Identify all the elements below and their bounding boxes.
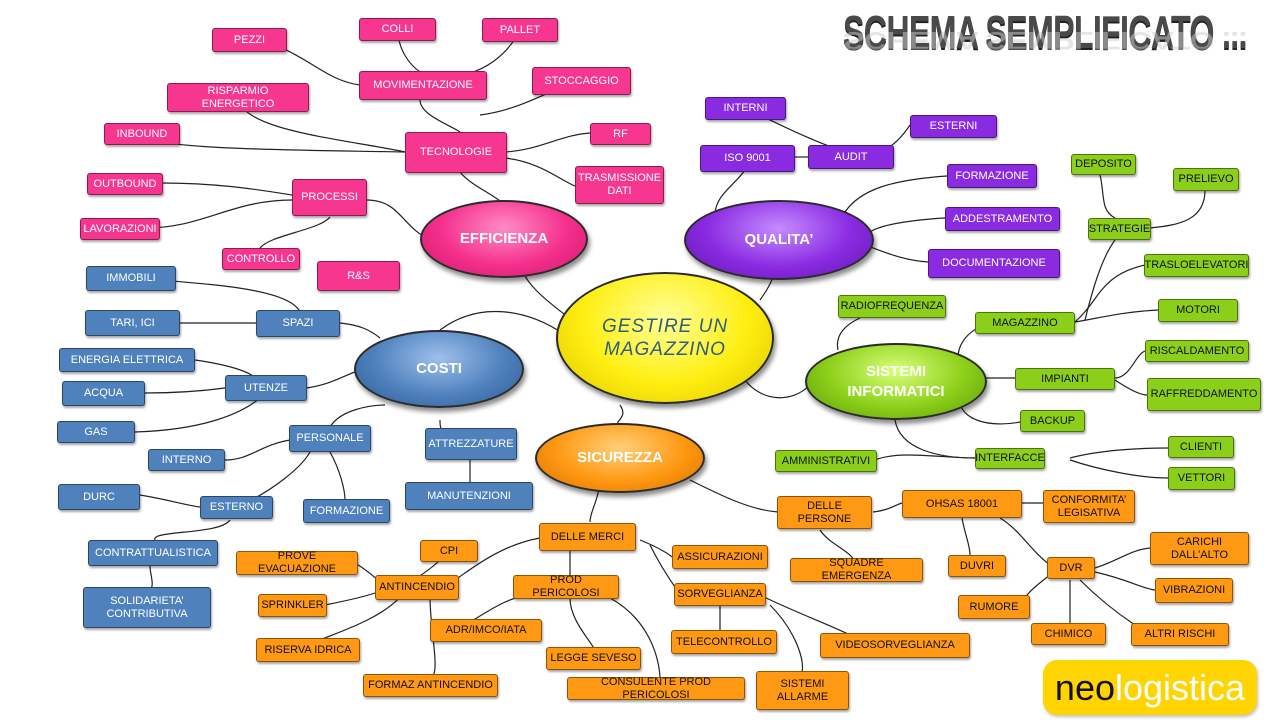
node-ohsas-18001: OHSAS 18001 <box>902 490 1022 518</box>
node-trasloelevatori: TRASLOELEVATORI <box>1144 254 1249 277</box>
hub-costi: COSTI <box>354 330 524 408</box>
node-magazzino: MAGAZZINO <box>975 312 1075 334</box>
node-backup: BACKUP <box>1020 410 1085 432</box>
node-colli: COLLI <box>359 18 436 41</box>
node-attrezzature: ATTREZZATURE <box>425 428 517 460</box>
node-immobili: IMMOBILI <box>86 266 176 291</box>
node-amministrativi: AMMINISTRATIVI <box>775 450 877 472</box>
node-sistemi-allarme: SISTEMI ALLARME <box>756 671 849 710</box>
hub-qualita: QUALITA’ <box>684 200 874 280</box>
center-node: GESTIRE UN MAGAZZINO <box>556 272 774 404</box>
node-utenze: UTENZE <box>225 375 307 401</box>
node-rumore: RUMORE <box>958 595 1030 619</box>
node-controllo: CONTROLLO <box>222 248 300 270</box>
node-addestramento: ADDESTRAMENTO <box>945 207 1060 231</box>
logo-part-logistica: logistica <box>1115 666 1246 708</box>
node-esterni: ESTERNI <box>910 115 997 138</box>
node-deposito: DEPOSITO <box>1071 154 1136 175</box>
node-radiofrequenza: RADIOFREQUENZA <box>838 295 946 318</box>
node-sorveglianza: SORVEGLIANZA <box>674 583 766 606</box>
node-dvr: DVR <box>1047 557 1095 579</box>
node-legge-seveso: LEGGE SEVESO <box>546 647 641 670</box>
hub-sicurezza: SICUREZZA <box>535 423 705 493</box>
node-spazi: SPAZI <box>256 310 340 337</box>
node-formazione-qualita: FORMAZIONE <box>947 164 1037 188</box>
node-solidarieta-contributiva: SOLIDARIETA’ CONTRIBUTIVA <box>83 587 211 628</box>
node-tecnologie: TECNOLOGIE <box>405 132 507 173</box>
node-duvri: DUVRI <box>948 555 1006 577</box>
node-outbound: OUTBOUND <box>87 173 163 195</box>
node-carichi-dall-alto: CARICHI DALL’ALTO <box>1150 532 1249 565</box>
node-formazione-costi: FORMAZIONE <box>303 499 390 523</box>
node-altri-rischi: ALTRI RISCHI <box>1131 623 1229 646</box>
hub-efficienza: EFFICIENZA <box>420 200 588 278</box>
node-assicurazioni: ASSICURAZIONI <box>672 545 768 569</box>
node-sprinkler: SPRINKLER <box>258 594 327 617</box>
node-inbound: INBOUND <box>104 123 180 145</box>
node-pezzi: PEZZI <box>212 28 287 52</box>
node-acqua: ACQUA <box>62 381 145 406</box>
node-motori: MOTORI <box>1158 299 1238 322</box>
node-clienti: CLIENTI <box>1168 436 1234 458</box>
node-interfacce: INTERFACCE <box>975 448 1045 469</box>
node-raffreddamento: RAFFREDDAMENTO <box>1147 378 1261 411</box>
node-prelievo: PRELIEVO <box>1173 168 1239 191</box>
node-delle-persone: DELLE PERSONE <box>777 496 872 529</box>
node-manutenzioni: MANUTENZIONI <box>405 482 533 510</box>
node-videosorveglianza: VIDEOSORVEGLIANZA <box>820 633 970 658</box>
node-rf: RF <box>590 123 651 145</box>
node-pallet: PALLET <box>482 18 558 42</box>
node-personale: PERSONALE <box>289 425 371 452</box>
node-impianti: IMPIANTI <box>1015 368 1115 390</box>
node-iso-9001: ISO 9001 <box>700 145 795 172</box>
node-audit: AUDIT <box>808 145 894 169</box>
node-stoccaggio: STOCCAGGIO <box>532 67 631 95</box>
node-chimico: CHIMICO <box>1031 623 1106 645</box>
node-r-and-s: R&S <box>317 261 400 291</box>
node-vettori: VETTORI <box>1168 467 1235 490</box>
node-cpi: CPI <box>420 540 478 562</box>
logo-part-neo: neo <box>1054 666 1115 708</box>
node-formaz-antincendio: FORMAZ ANTINCENDIO <box>363 674 498 697</box>
node-lavorazioni: LAVORAZIONI <box>80 218 160 240</box>
node-conformita-legisativa: CONFORMITA’ LEGISATIVA <box>1043 490 1135 523</box>
node-delle-merci: DELLE MERCI <box>539 523 636 551</box>
node-energia-elettrica: ENERGIA ELETTRICA <box>59 348 195 372</box>
node-interni: INTERNI <box>705 97 786 120</box>
node-interno: INTERNO <box>148 449 225 471</box>
node-antincendio: ANTINCENDIO <box>375 575 459 600</box>
diagram-title: SCHEMA SEMPLIFICATO ... <box>843 6 1247 58</box>
node-processi: PROCESSI <box>292 179 367 216</box>
node-durc: DURC <box>58 484 140 510</box>
node-riscaldamento: RISCALDAMENTO <box>1145 340 1249 362</box>
node-strategie: STRATEGIE <box>1088 218 1151 240</box>
node-esterno: ESTERNO <box>200 496 273 519</box>
node-movimentazione: MOVIMENTAZIONE <box>359 71 487 100</box>
node-prod-pericolosi: PROD PERICOLOSI <box>513 574 619 599</box>
node-riserva-idrica: RISERVA IDRICA <box>256 638 360 662</box>
node-trasmissione-dati: TRASMISSIONE DATI <box>575 166 664 204</box>
node-tari-ici: TARI, ICI <box>85 310 180 336</box>
hub-sistemi-informatici: SISTEMI INFORMATICI <box>805 343 987 420</box>
node-squadre-emergenza: SQUADRE EMERGENZA <box>790 557 923 582</box>
node-risparmio-energetico: RISPARMIO ENERGETICO <box>167 83 309 112</box>
node-vibrazioni: VIBRAZIONI <box>1155 578 1233 603</box>
node-consulente-prod-pericolosi: CONSULENTE PROD PERICOLOSI <box>567 676 745 701</box>
node-documentazione: DOCUMENTAZIONE <box>928 249 1060 278</box>
node-gas: GAS <box>57 421 135 443</box>
node-adr-imco-iata: ADR/IMCO/IATA <box>430 619 542 642</box>
node-contrattualistica: CONTRATTUALISTICA <box>88 540 218 566</box>
node-telecontrollo: TELECONTROLLO <box>671 630 777 654</box>
node-prove-evacuazione: PROVE EVACUAZIONE <box>236 550 358 575</box>
